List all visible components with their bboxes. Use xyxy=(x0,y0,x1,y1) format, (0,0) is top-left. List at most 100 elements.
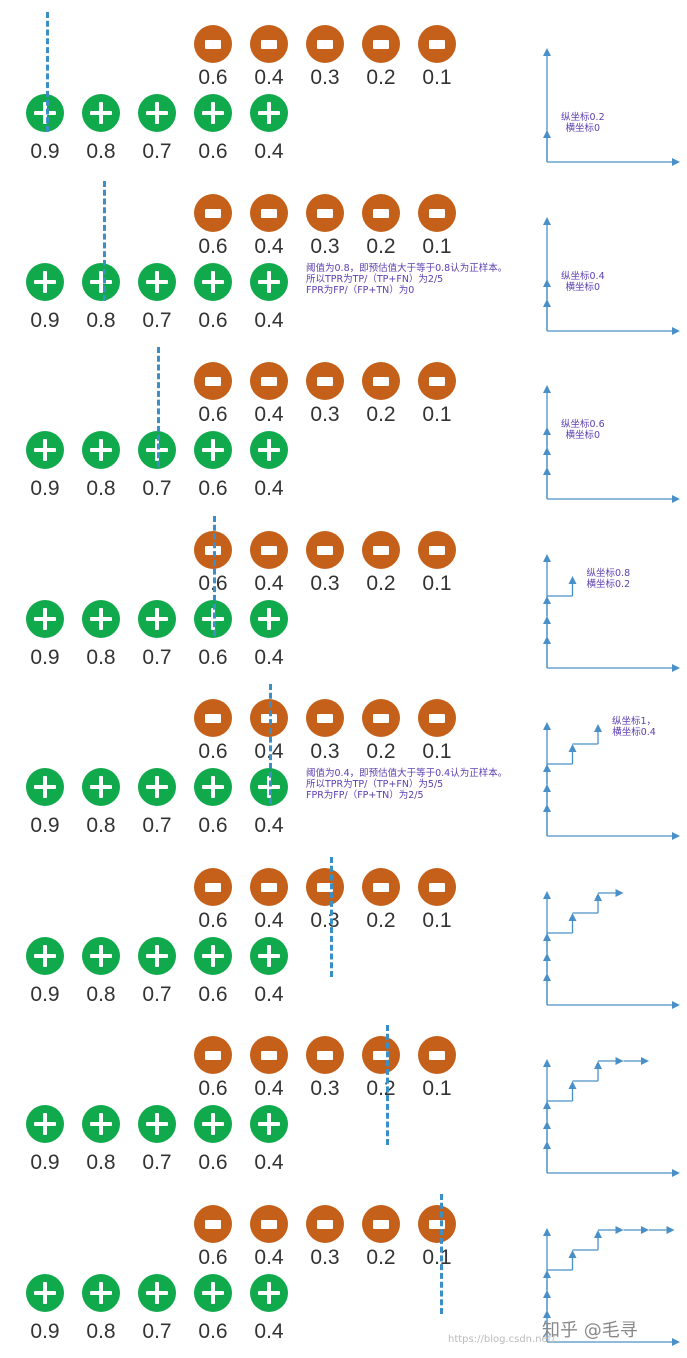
negative-score: 0.3 xyxy=(310,66,340,89)
roc-point xyxy=(543,467,551,475)
positive-score: 0.4 xyxy=(254,140,284,163)
negative-score: 0.1 xyxy=(422,403,452,426)
negative-score: 0.2 xyxy=(366,908,396,932)
coordinate-label-line: 纵坐标0.4 xyxy=(561,270,605,282)
positive-sample xyxy=(82,936,120,975)
negative-score: 0.6 xyxy=(198,234,228,258)
minus-icon xyxy=(261,1219,277,1229)
roc-point xyxy=(543,1141,551,1149)
positive-sample xyxy=(26,431,64,469)
x-axis-arrow xyxy=(672,326,680,335)
positive-score: 0.9 xyxy=(30,1151,60,1174)
positive-sample xyxy=(250,262,288,301)
plus-icon-stroke xyxy=(99,1113,103,1135)
minus-icon xyxy=(317,1051,333,1060)
negative-sample xyxy=(418,362,456,400)
negative-sample xyxy=(362,1036,400,1074)
roc-point xyxy=(543,635,551,644)
plus-icon-stroke xyxy=(43,1113,47,1135)
positive-score: 0.4 xyxy=(254,477,284,500)
positive-sample xyxy=(138,94,176,132)
minus-icon xyxy=(261,882,277,892)
minus-icon xyxy=(261,545,277,555)
positive-score: 0.6 xyxy=(198,1151,228,1174)
negative-sample xyxy=(194,25,232,63)
minus-icon xyxy=(317,714,333,723)
x-axis-arrow xyxy=(672,1169,680,1177)
negative-score: 0.1 xyxy=(422,908,452,932)
positive-score: 0.8 xyxy=(86,982,116,1006)
negative-score: 0.3 xyxy=(310,1077,340,1100)
threshold-line xyxy=(213,515,216,636)
note-line: 阈值为0.4，即预估值大于等于0.4认为正样本。 xyxy=(306,768,508,779)
roc-point xyxy=(543,804,551,812)
negative-score: 0.1 xyxy=(422,66,452,89)
positive-sample xyxy=(82,262,120,301)
roc-chart xyxy=(543,385,680,503)
roc-point xyxy=(543,1309,551,1318)
plus-icon-stroke xyxy=(267,439,271,461)
minus-icon xyxy=(261,377,277,386)
threshold-line xyxy=(440,1193,443,1314)
note-line: 所以TPR为TP/（TP+FN）为2/5 xyxy=(306,273,444,285)
roc-point xyxy=(615,888,624,897)
explanation-note: 阈值为0.8，即预估值大于等于0.8认为正样本。所以TPR为TP/（TP+FN）… xyxy=(306,263,507,296)
negative-score: 0.6 xyxy=(198,740,228,763)
positive-sample xyxy=(138,936,176,975)
negative-score: 0.3 xyxy=(310,234,340,258)
plus-icon-stroke xyxy=(155,102,159,124)
negative-score: 0.2 xyxy=(366,66,396,89)
positive-sample xyxy=(250,431,288,469)
roc-point xyxy=(543,764,551,772)
coordinate-label-line: 横坐标0 xyxy=(565,430,601,441)
x-axis-arrow xyxy=(672,158,680,166)
negative-score: 0.6 xyxy=(198,571,228,595)
roc-chart xyxy=(543,48,680,166)
negative-score: 0.6 xyxy=(198,403,228,426)
plus-icon-stroke xyxy=(43,270,47,293)
negative-score: 0.2 xyxy=(366,1245,396,1269)
negative-sample xyxy=(362,193,400,232)
note-line: 阈值为0.8，即预估值大于等于0.8认为正样本。 xyxy=(306,262,508,274)
negative-score: 0.4 xyxy=(254,403,284,426)
minus-icon xyxy=(205,40,221,49)
minus-icon xyxy=(205,1219,221,1229)
minus-icon xyxy=(429,208,445,218)
positive-sample xyxy=(26,936,64,975)
negative-sample xyxy=(362,530,400,569)
plus-icon-stroke xyxy=(211,1281,215,1304)
plus-icon-stroke xyxy=(155,1113,159,1135)
note-line: 所以TPR为TP/（TP+FN）为5/5 xyxy=(306,779,444,790)
threshold-line xyxy=(269,684,272,804)
positive-score: 0.6 xyxy=(198,814,228,837)
positive-score: 0.6 xyxy=(198,140,228,163)
minus-icon xyxy=(373,1051,389,1060)
roc-point xyxy=(615,1225,624,1234)
plus-icon-stroke xyxy=(99,776,103,798)
positive-sample xyxy=(194,94,232,132)
plus-icon-stroke xyxy=(99,102,103,124)
positive-score: 0.9 xyxy=(30,1319,60,1343)
positive-score: 0.6 xyxy=(198,308,228,332)
negative-sample xyxy=(250,193,288,232)
negative-score: 0.2 xyxy=(366,234,396,258)
positive-sample xyxy=(194,768,232,806)
roc-chart xyxy=(543,1057,680,1177)
plus-icon-stroke xyxy=(267,270,271,293)
plus-icon-stroke xyxy=(267,102,271,124)
minus-icon xyxy=(205,208,221,218)
negative-score: 0.6 xyxy=(198,1245,228,1269)
negative-score: 0.4 xyxy=(254,234,284,258)
minus-icon xyxy=(429,1219,445,1229)
minus-icon xyxy=(373,882,389,892)
negative-sample xyxy=(250,1036,288,1074)
positive-sample xyxy=(82,599,120,638)
negative-sample xyxy=(306,193,344,232)
roc-point xyxy=(543,932,551,941)
positive-sample xyxy=(138,768,176,806)
positive-sample xyxy=(194,936,232,975)
positive-score: 0.8 xyxy=(86,1319,116,1343)
roc-point xyxy=(543,595,551,604)
minus-icon xyxy=(317,208,333,218)
